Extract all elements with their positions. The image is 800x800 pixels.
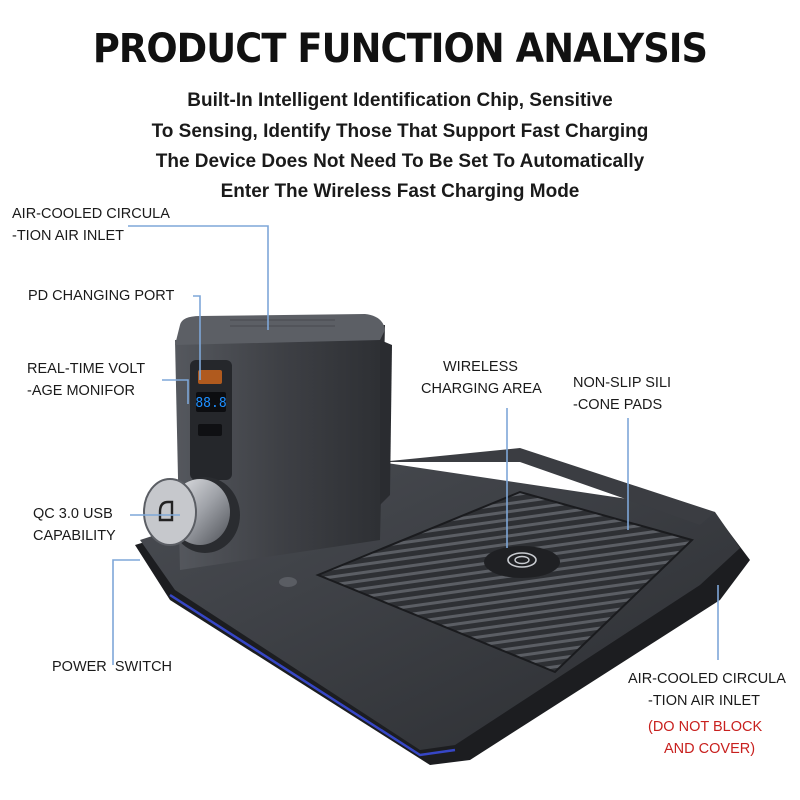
label-silicone-pads: NON-SLIP SILI -CONE PADS — [573, 375, 672, 413]
base-button-icon — [279, 577, 297, 587]
description-line-2: To Sensing, Identify Those That Support … — [151, 121, 649, 142]
label-air-inlet-bottom: AIR-COOLED CIRCULA -TION AIR INLET — [628, 671, 786, 709]
power-knob — [143, 477, 240, 553]
label-qc-usb: QC 3.0 USB CAPABILITY — [33, 506, 116, 544]
label-wireless-area: WIRELESS CHARGING AREA — [421, 359, 542, 397]
label-warning: (DO NOT BLOCK AND COVER) — [648, 719, 763, 757]
voltage-display: 88.8 — [195, 396, 226, 411]
usb-port-icon — [198, 424, 222, 436]
silicone-pad — [315, 490, 694, 674]
leader-lines — [112, 225, 719, 665]
label-voltage-monitor: REAL-TIME VOLT -AGE MONIFOR — [27, 361, 146, 399]
fuel-icon — [158, 500, 174, 522]
page-title: PRODUCT FUNCTION ANALYSIS — [92, 26, 708, 72]
pd-port-icon — [198, 370, 222, 384]
description-line-1: Built-In Intelligent Identification Chip… — [187, 90, 613, 111]
label-pd-port: PD CHANGING PORT — [28, 288, 175, 304]
description-line-4: Enter The Wireless Fast Charging Mode — [220, 181, 580, 202]
label-air-inlet-top: AIR-COOLED CIRCULA -TION AIR INLET — [12, 206, 170, 244]
description-line-3: The Device Does Not Need To Be Set To Au… — [155, 151, 645, 172]
label-power-switch: POWER SWITCH — [52, 659, 173, 675]
